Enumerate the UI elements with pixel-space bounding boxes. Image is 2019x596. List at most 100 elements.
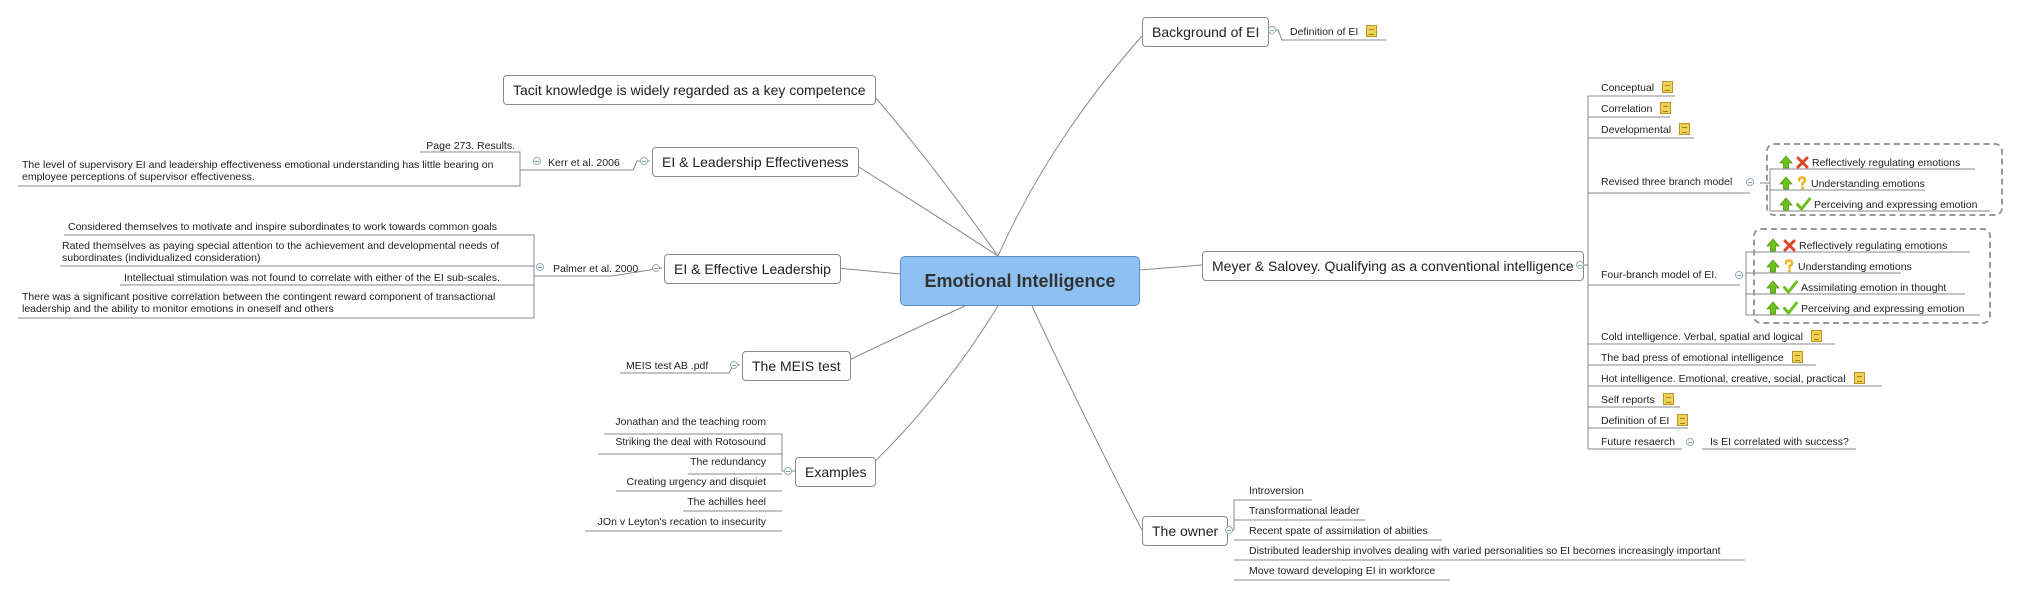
collapse-toggle-icon[interactable]: [1686, 438, 1694, 446]
leaf-palmer-item[interactable]: There was a significant positive correla…: [22, 291, 496, 315]
note-icon[interactable]: [1791, 351, 1803, 364]
collapse-toggle-icon[interactable]: [640, 157, 648, 165]
collapse-toggle-icon[interactable]: [784, 467, 792, 475]
arrow-up-icon: [1766, 238, 1780, 252]
model-branch-label: Understanding emotions: [1811, 177, 1925, 190]
leaf-label: Definition of EI: [1601, 415, 1670, 427]
leaf-self-reports[interactable]: Self reports: [1601, 393, 1674, 406]
list-item[interactable]: Creating urgency and disquiet: [626, 476, 766, 488]
leaf-developmental[interactable]: Developmental: [1601, 123, 1691, 136]
leaf-cold-intelligence[interactable]: Cold intelligence. Verbal, spatial and l…: [1601, 330, 1822, 343]
topic-examples[interactable]: Examples: [795, 457, 877, 487]
list-item[interactable]: Recent spate of assimilation of abiities: [1249, 525, 1428, 537]
collapse-toggle-icon[interactable]: [1268, 26, 1276, 34]
topic-background[interactable]: Background of EI: [1142, 17, 1270, 47]
topic-meis-test[interactable]: The MEIS test: [742, 351, 851, 381]
model-branch-item[interactable]: Perceiving and expressing emotion: [1766, 301, 1965, 316]
collapse-toggle-icon[interactable]: [1735, 271, 1743, 279]
check-icon: [1796, 197, 1811, 211]
note-icon[interactable]: [1662, 393, 1674, 406]
note-icon[interactable]: [1660, 102, 1672, 115]
model-branch-label: Assimilating emotion in thought: [1801, 281, 1947, 294]
cross-icon: [1783, 239, 1796, 251]
check-icon: [1783, 280, 1798, 294]
model-branch-label: Reflectively regulating emotions: [1799, 239, 1948, 252]
arrow-up-icon: [1766, 259, 1780, 273]
topic-leadership-effectiveness[interactable]: EI & Leadership Effectiveness: [652, 147, 859, 177]
leaf-four-branch[interactable]: Four-branch model of EI.: [1601, 269, 1718, 281]
topic-meyer-salovey[interactable]: Meyer & Salovey. Qualifying as a convent…: [1202, 251, 1584, 281]
leaf-hot-intelligence[interactable]: Hot intelligence. Emotional, creative, s…: [1601, 372, 1865, 385]
leaf-conceptual[interactable]: Conceptual: [1601, 81, 1674, 94]
collapse-toggle-icon[interactable]: [1225, 526, 1233, 534]
note-icon[interactable]: [1366, 25, 1378, 38]
list-item[interactable]: The achilles heel: [687, 496, 766, 508]
topic-tacit-knowledge[interactable]: Tacit knowledge is widely regarded as a …: [503, 75, 876, 105]
model-branch-label: Perceiving and expressing emotion: [1801, 302, 1965, 315]
leaf-ei-correlated-success[interactable]: Is EI correlated with success?: [1710, 436, 1849, 448]
arrow-up-icon: [1779, 197, 1793, 211]
leaf-palmer-item[interactable]: Rated themselves as paying special atten…: [62, 240, 500, 264]
note-icon[interactable]: [1853, 372, 1865, 385]
leaf-label: Self reports: [1601, 394, 1655, 406]
list-item[interactable]: Move toward developing EI in workforce: [1249, 565, 1436, 577]
leaf-definition-of-ei[interactable]: Definition of EI: [1290, 25, 1378, 38]
model-branch-item[interactable]: Reflectively regulating emotions: [1779, 155, 1961, 170]
collapse-toggle-icon[interactable]: [536, 263, 544, 271]
leaf-label: The bad press of emotional intelligence: [1601, 352, 1784, 364]
model-branch-label: Perceiving and expressing emotion: [1814, 198, 1978, 211]
topic-the-owner[interactable]: The owner: [1142, 516, 1229, 546]
leaf-kerr-finding[interactable]: The level of supervisory EI and leadersh…: [22, 159, 494, 183]
list-item[interactable]: JOn v Leyton's recation to insecurity: [597, 516, 766, 528]
list-item[interactable]: The redundancy: [690, 456, 766, 468]
collapse-toggle-icon[interactable]: [730, 361, 738, 369]
collapse-toggle-icon[interactable]: [652, 264, 660, 272]
arrow-up-icon: [1779, 176, 1793, 190]
collapse-toggle-icon[interactable]: [533, 157, 541, 165]
leaf-revised-three-branch[interactable]: Revised three branch model: [1601, 176, 1733, 188]
note-icon[interactable]: [1677, 414, 1689, 427]
leaf-future-research[interactable]: Future resaerch: [1601, 436, 1676, 448]
leaf-label: Developmental: [1601, 124, 1672, 136]
leaf-label: Correlation: [1601, 103, 1653, 115]
note-icon[interactable]: [1662, 81, 1674, 94]
collapse-toggle-icon[interactable]: [1576, 261, 1584, 269]
leaf-label: Conceptual: [1601, 82, 1655, 94]
leaf-label: Definition of EI: [1290, 26, 1359, 38]
leaf-correlation[interactable]: Correlation: [1601, 102, 1672, 115]
list-item[interactable]: Distributed leadership involves dealing …: [1249, 545, 1721, 557]
leaf-definition-of-ei[interactable]: Definition of EI: [1601, 414, 1689, 427]
collapse-toggle-icon[interactable]: [1746, 178, 1754, 186]
model-branch-label: Understanding emotions: [1798, 260, 1912, 273]
leaf-bad-press[interactable]: The bad press of emotional intelligence: [1601, 351, 1803, 364]
leaf-palmer-item[interactable]: Intellectual stimulation was not found t…: [124, 272, 500, 284]
note-icon[interactable]: [1679, 123, 1691, 136]
central-topic[interactable]: Emotional Intelligence: [900, 256, 1140, 306]
list-item[interactable]: Introversion: [1249, 485, 1304, 497]
model-branch-item[interactable]: Reflectively regulating emotions: [1766, 238, 1948, 253]
list-item[interactable]: Transformational leader: [1249, 505, 1360, 517]
leaf-source-kerr[interactable]: Kerr et al. 2006: [548, 157, 620, 169]
list-item[interactable]: Striking the deal with Rotosound: [615, 436, 766, 448]
leaf-meis-pdf[interactable]: MEIS test AB .pdf: [626, 360, 709, 372]
model-branch-item[interactable]: Understanding emotions: [1779, 176, 1925, 191]
topic-effective-leadership[interactable]: EI & Effective Leadership: [664, 254, 841, 284]
list-item[interactable]: Jonathan and the teaching room: [615, 416, 766, 428]
question-icon: [1797, 176, 1807, 190]
model-branch-item[interactable]: Perceiving and expressing emotion: [1779, 197, 1978, 212]
revised-branch-boundary: [1766, 143, 2003, 216]
four-branch-boundary: [1753, 228, 1991, 324]
model-branch-label: Reflectively regulating emotions: [1812, 156, 1961, 169]
model-branch-item[interactable]: Understanding emotions: [1766, 259, 1912, 274]
note-icon[interactable]: [1810, 330, 1822, 343]
arrow-up-icon: [1779, 155, 1793, 169]
model-branch-item[interactable]: Assimilating emotion in thought: [1766, 280, 1947, 295]
leaf-label: Hot intelligence. Emotional, creative, s…: [1601, 373, 1846, 385]
question-icon: [1784, 259, 1794, 273]
leaf-source-palmer[interactable]: Palmer et al. 2000: [553, 263, 639, 275]
arrow-up-icon: [1766, 301, 1780, 315]
arrow-up-icon: [1766, 280, 1780, 294]
leaf-palmer-item[interactable]: Considered themselves to motivate and in…: [68, 221, 497, 233]
leaf-page-273[interactable]: Page 273. Results.: [426, 140, 515, 152]
